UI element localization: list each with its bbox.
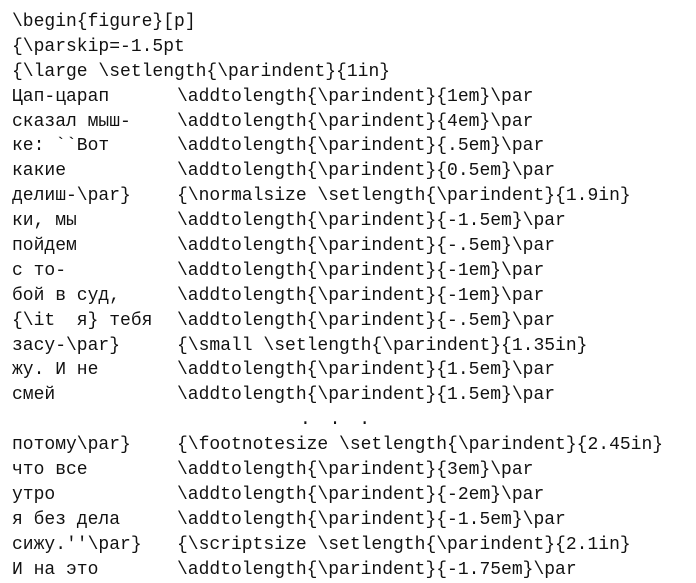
verse-text: {\it я} тебя (12, 310, 153, 331)
code-text: \begin{figure}[p] (12, 12, 196, 32)
latex-command: {\footnotesize \setlength{\parindent}{2.… (177, 435, 664, 456)
latex-command: \addtolength{\parindent}{-.5em}\par (177, 236, 556, 257)
latex-command: \addtolength{\parindent}{3em}\par (177, 460, 534, 481)
latex-command: \addtolength{\parindent}{-1em}\par (177, 260, 545, 281)
verse-text: с то- (12, 260, 67, 281)
latex-command: {\normalsize \setlength{\parindent}{1.9i… (177, 186, 631, 207)
code-text: {\large \setlength{\parindent}{1in} (12, 61, 391, 82)
latex-command: \addtolength{\parindent}{.5em}\par (177, 136, 545, 157)
ellipsis: . . . (300, 410, 375, 431)
latex-command: \addtolength{\parindent}{4em}\par (177, 111, 534, 132)
verse-text: сказал мыш- (12, 111, 131, 132)
verse-text: что все (12, 460, 88, 481)
latex-command: \addtolength{\parindent}{1.5em}\par (177, 385, 556, 406)
latex-command: \addtolength{\parindent}{-.5em}\par (177, 310, 556, 331)
verse-text: потому\par} (12, 435, 131, 456)
verse-text: сижу.''\par} (12, 534, 142, 555)
verse-text: бой в суд, (12, 285, 121, 306)
latex-command: {\scriptsize \setlength{\parindent}{2.1i… (177, 534, 631, 555)
verse-text: Цап-царап (12, 86, 110, 107)
latex-command: \addtolength{\parindent}{1em}\par (177, 86, 534, 107)
latex-command: \addtolength{\parindent}{-1.5em}\par (177, 211, 566, 232)
verse-text: ке: ``Вот (12, 136, 110, 157)
code-text: {\parskip=-1.5pt (12, 36, 185, 57)
latex-command: \addtolength{\parindent}{-1em}\par (177, 285, 545, 306)
verse-text: жу. И не (12, 360, 99, 381)
verse-text: засу-\par} (12, 335, 121, 356)
latex-command: \addtolength{\parindent}{-2em}\par (177, 484, 545, 505)
latex-command: \addtolength{\parindent}{1.5em}\par (177, 360, 556, 381)
verse-text: утро (12, 484, 56, 505)
latex-command: \addtolength{\parindent}{-1.75em}\par (177, 559, 577, 580)
verse-text: И на это (12, 559, 99, 580)
verse-text: пойдем (12, 236, 77, 257)
latex-command: {\small \setlength{\parindent}{1.35in} (177, 335, 588, 356)
latex-command: \addtolength{\parindent}{-1.5em}\par (177, 509, 566, 530)
verse-text: смей (12, 385, 56, 406)
verse-text: ки, мы (12, 211, 77, 232)
verse-text: делиш-\par} (12, 186, 131, 207)
latex-command: \addtolength{\parindent}{0.5em}\par (177, 161, 556, 182)
verse-text: какие (12, 161, 67, 182)
verse-text: я без дела (12, 509, 121, 530)
